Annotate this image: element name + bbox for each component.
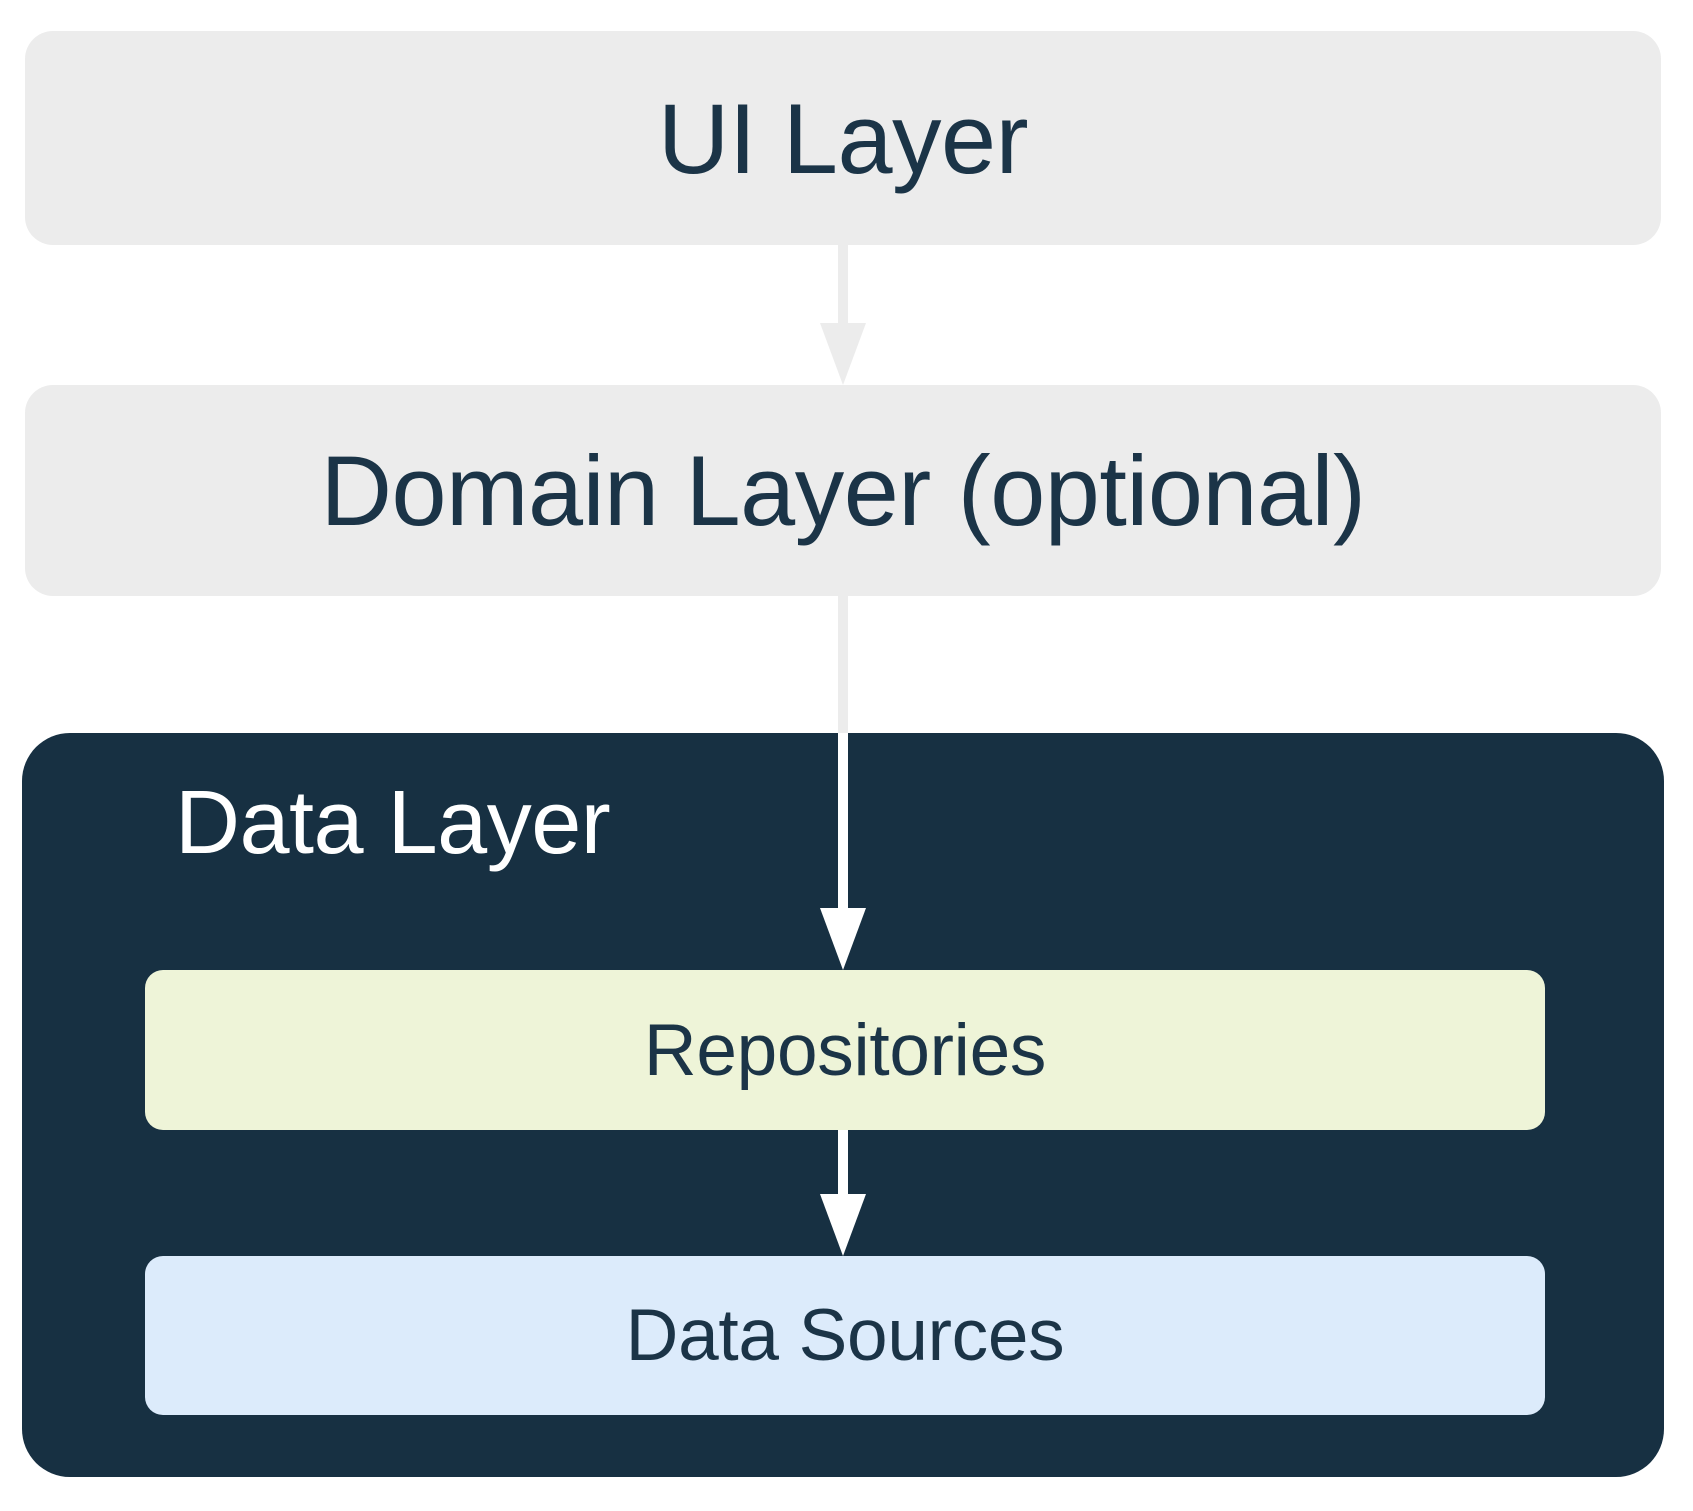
arrow-ui-to-domain-icon [820,245,866,385]
data-sources-label: Data Sources [625,1295,1065,1376]
repositories-label: Repositories [643,1009,1047,1091]
ui-layer-label: UI Layer [657,82,1029,194]
domain-layer-box: Domain Layer (optional) [25,385,1661,596]
repositories-box: Repositories [145,970,1545,1130]
domain-layer-label: Domain Layer (optional) [320,435,1366,546]
data-layer-box: Data Layer Repositories Data Sources [22,733,1664,1477]
ui-layer-box: UI Layer [25,31,1661,245]
data-layer-label: Data Layer [175,773,611,873]
arrow-domain-to-repositories-icon [820,733,866,970]
arrow-domain-to-data-shaft-outer-icon [838,596,848,734]
data-sources-box: Data Sources [145,1256,1545,1415]
arrow-repositories-to-data-sources-icon [820,1130,866,1256]
